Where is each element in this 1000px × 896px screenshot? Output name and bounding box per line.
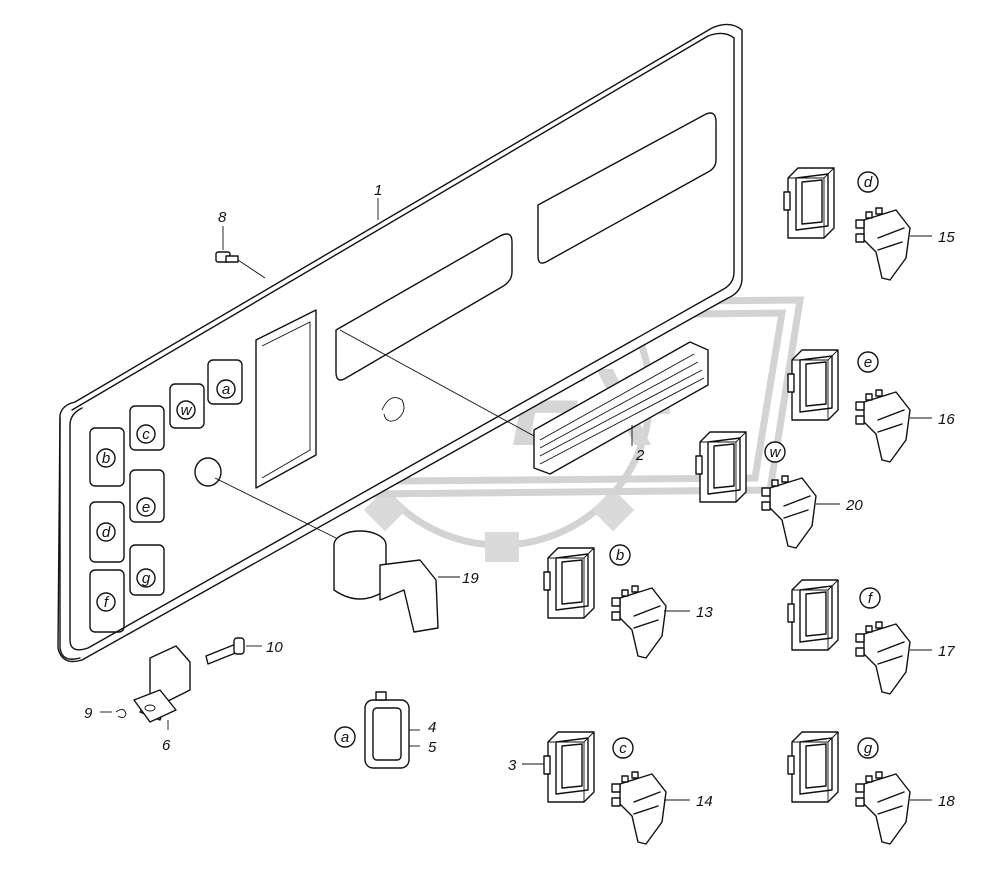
- svg-text:w: w: [770, 444, 782, 461]
- panel-switch-slots: a w c b e d g f: [89, 359, 243, 633]
- vent-grille: [339, 329, 709, 475]
- switch-letter-a: a: [334, 726, 356, 748]
- switch-letter-c: c: [612, 737, 634, 759]
- switch-assembly-16: [787, 349, 932, 463]
- switch-assembly-20: [695, 431, 840, 549]
- part-number-9: 9: [84, 705, 93, 722]
- switch-letter-g: g: [857, 737, 879, 759]
- panel-letter-c: c: [136, 424, 156, 444]
- part-number-13: 13: [696, 604, 713, 621]
- part-number-2: 2: [635, 447, 645, 464]
- svg-text:g: g: [142, 570, 151, 587]
- svg-text:a: a: [222, 381, 230, 398]
- bracket-part: [100, 637, 262, 730]
- panel-letter-w: w: [176, 400, 196, 420]
- part-number-10: 10: [266, 639, 283, 656]
- part-number-1: 1: [374, 182, 382, 199]
- panel-letter-b: b: [96, 448, 116, 468]
- panel-letter-f: f: [96, 592, 116, 612]
- panel-letter-e: e: [136, 497, 156, 517]
- panel-letter-a: a: [216, 379, 236, 399]
- svg-text:b: b: [102, 450, 110, 467]
- dashboard-panel: [57, 23, 743, 663]
- part-number-4: 4: [428, 719, 436, 736]
- panel-letter-g: g: [136, 568, 156, 588]
- part-number-16: 16: [938, 411, 955, 428]
- part-number-15: 15: [938, 229, 955, 246]
- switch-letter-f: f: [859, 587, 881, 609]
- svg-text:d: d: [864, 174, 873, 191]
- svg-text:w: w: [181, 402, 193, 419]
- switch-assembly-14: [543, 731, 690, 845]
- switch-assembly-13: [543, 547, 690, 659]
- switch-assembly-15: [783, 167, 932, 281]
- switch-letter-b: b: [609, 544, 631, 566]
- part-number-5: 5: [428, 739, 437, 756]
- svg-text:d: d: [102, 524, 111, 541]
- switch-letter-w: w: [764, 441, 786, 463]
- switch-assembly-17: [787, 579, 932, 695]
- svg-text:c: c: [142, 426, 150, 443]
- panel-letter-d: d: [96, 522, 116, 542]
- part-number-18: 18: [938, 793, 955, 810]
- screw-part: [215, 226, 266, 279]
- part-number-17: 17: [938, 643, 955, 660]
- svg-text:f: f: [868, 590, 874, 607]
- part-number-8: 8: [218, 209, 227, 226]
- svg-text:e: e: [864, 354, 872, 371]
- svg-text:a: a: [341, 729, 349, 746]
- small-rocker-switch: [364, 691, 420, 769]
- part-number-20: 20: [845, 497, 863, 514]
- part-number-19: 19: [462, 570, 479, 587]
- part-number-14: 14: [696, 793, 713, 810]
- switch-assembly-18: [787, 731, 932, 845]
- svg-text:f: f: [104, 594, 110, 611]
- svg-text:c: c: [619, 740, 627, 757]
- switch-letter-d: d: [857, 171, 879, 193]
- svg-text:b: b: [616, 547, 624, 564]
- svg-text:e: e: [142, 499, 150, 516]
- part-number-6: 6: [162, 737, 171, 754]
- rotary-switch: [214, 477, 460, 633]
- switch-letter-e: e: [857, 351, 879, 373]
- part-number-3: 3: [508, 757, 517, 774]
- svg-text:g: g: [864, 740, 873, 757]
